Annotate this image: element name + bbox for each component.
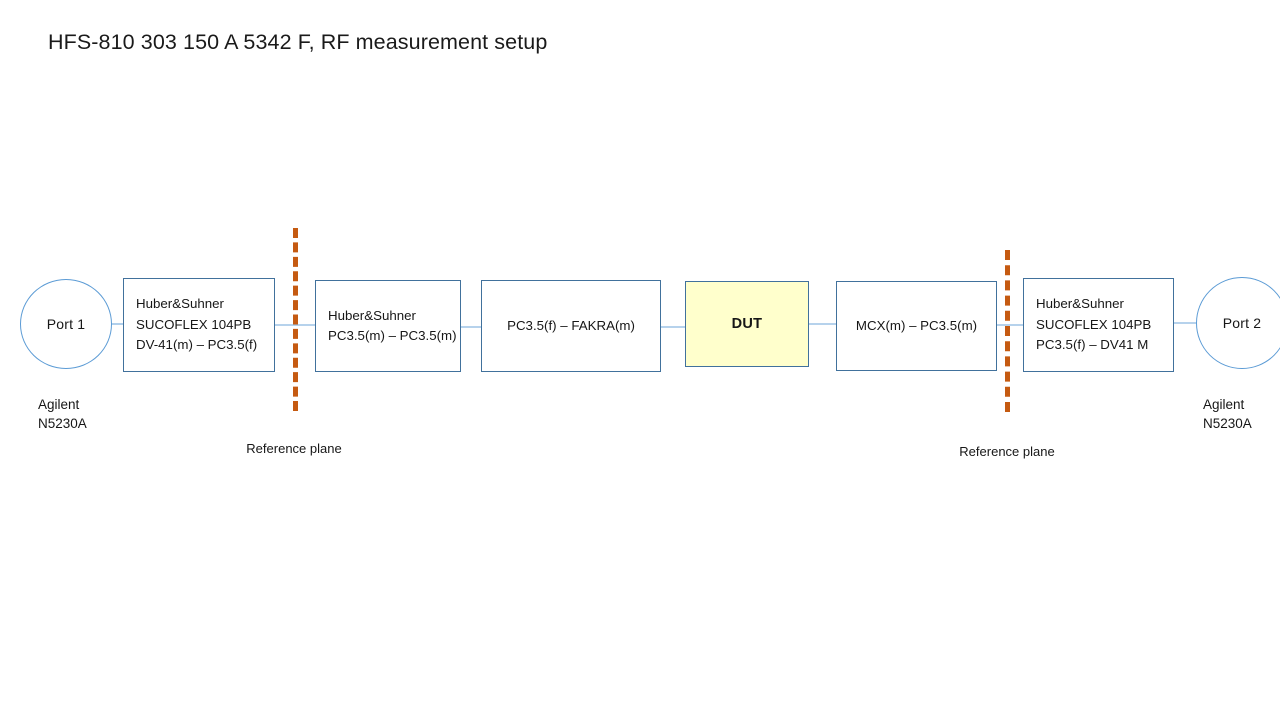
reference-plane-right-label: Reference plane [959, 444, 1055, 459]
component-box-adapter-pc35-pc35-text: Huber&Suhner PC3.5(m) – PC3.5(m) [328, 307, 457, 344]
component-box-dut-text: DUT [731, 315, 763, 332]
component-box-adapter-pc35-fakra[interactable]: PC3.5(f) – FAKRA(m) [481, 280, 661, 372]
reference-plane-left-label: Reference plane [246, 441, 342, 456]
component-box-dut[interactable]: DUT [685, 281, 809, 367]
component-box-adapter-pc35-fakra-text: PC3.5(f) – FAKRA(m) [507, 317, 635, 333]
port-2-label: Port 2 [1222, 315, 1262, 331]
component-box-adapter-mcx-pc35-text: MCX(m) – PC3.5(m) [855, 317, 978, 333]
port-1-label: Port 1 [46, 316, 86, 332]
reference-plane-right-line [1005, 250, 1010, 412]
reference-plane-left-line [293, 228, 298, 411]
component-box-adapter-pc35-pc35[interactable]: Huber&Suhner PC3.5(m) – PC3.5(m) [315, 280, 461, 372]
component-box-cable-in-text: Huber&Suhner SUCOFLEX 104PB DV-41(m) – P… [136, 296, 258, 353]
port-2-instrument-caption: Agilent N5230A [1203, 397, 1252, 431]
port-1-instrument-caption: Agilent N5230A [38, 397, 87, 431]
component-box-adapter-mcx-pc35[interactable]: MCX(m) – PC3.5(m) [836, 281, 997, 371]
port-1-node[interactable]: Port 1 [20, 279, 112, 369]
page-title: HFS-810 303 150 A 5342 F, RF measurement… [48, 30, 548, 54]
component-box-cable-out-text: Huber&Suhner SUCOFLEX 104PB PC3.5(f) – D… [1036, 296, 1152, 353]
port-2-node[interactable]: Port 2 [1196, 277, 1280, 369]
component-box-cable-in[interactable]: Huber&Suhner SUCOFLEX 104PB DV-41(m) – P… [123, 278, 275, 372]
component-box-cable-out[interactable]: Huber&Suhner SUCOFLEX 104PB PC3.5(f) – D… [1023, 278, 1174, 372]
